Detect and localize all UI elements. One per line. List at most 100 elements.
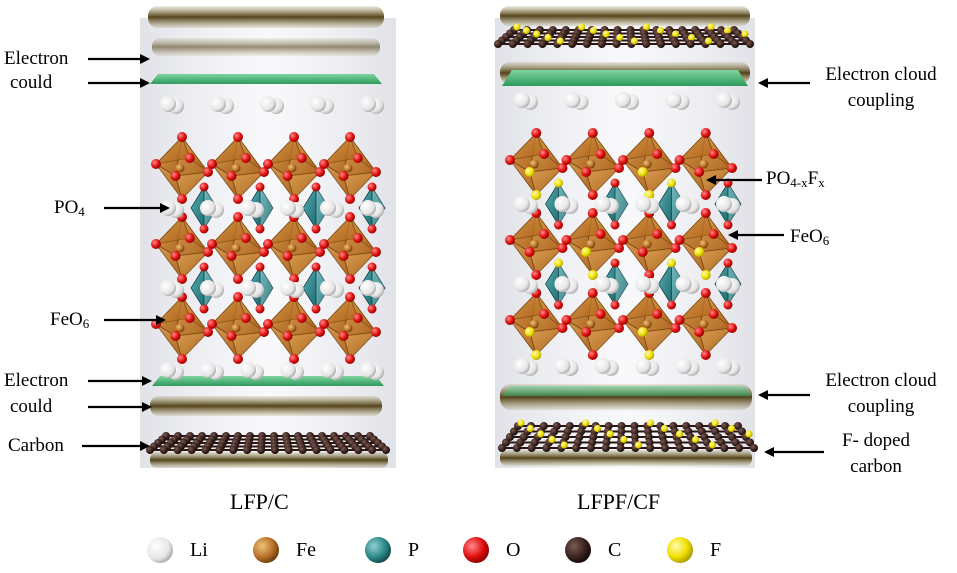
carbon-atom: [229, 446, 238, 454]
oxygen-atom: [319, 239, 329, 249]
lithium-atom: [554, 358, 571, 374]
fluorine-atom: [522, 26, 531, 35]
lithium-atom: [635, 276, 652, 292]
carbon-atom: [257, 446, 266, 454]
oxygen-atom: [587, 288, 598, 298]
feo6-octahedron-face: [585, 327, 621, 356]
oxygen-atom: [296, 313, 307, 323]
legend-p: P: [398, 535, 419, 565]
lithium-atom: [280, 280, 296, 296]
right-feo6-sub: 6: [822, 233, 830, 248]
fluorine-atom: [667, 258, 676, 268]
feo6-octahedron-face: [286, 251, 322, 280]
fe-atom: [699, 239, 709, 249]
oxygen-atom: [255, 262, 265, 272]
carbon-atom: [612, 40, 621, 48]
oxygen-atom: [674, 155, 685, 165]
feo6-octahedron-face: [642, 167, 677, 196]
oxygen-atom: [282, 171, 293, 181]
legend-p-sphere: [365, 537, 391, 563]
oxygen-atom: [557, 163, 568, 173]
oxygen-atom: [700, 190, 711, 200]
lfpf-cf-panel: [494, 6, 758, 468]
fluorine-atom: [630, 37, 639, 45]
lithium-atom: [716, 196, 732, 212]
oxygen-atom: [345, 194, 355, 204]
fe-atom: [642, 159, 652, 169]
oxygen-atom: [345, 212, 355, 222]
fluorine-atom: [556, 37, 564, 45]
oxygen-atom: [618, 155, 628, 165]
carbon-atom: [312, 446, 321, 454]
oxygen-atom: [259, 247, 269, 257]
fluorine-atom: [616, 33, 624, 42]
legend-li-sphere: [147, 537, 173, 563]
oxygen-atom: [263, 319, 273, 329]
oxygen-atom: [199, 304, 209, 314]
lithium-atom: [675, 196, 692, 212]
fluorine-atom: [531, 190, 542, 200]
lithium-atom: [240, 200, 256, 216]
oxygen-atom: [539, 229, 550, 239]
fluorine-atom: [727, 424, 736, 433]
oxygen-atom: [561, 235, 572, 245]
feo6-octahedron-face: [621, 292, 658, 321]
oxygen-atom: [367, 304, 377, 314]
carbon-atom: [572, 444, 581, 452]
fe-atom: [529, 239, 539, 249]
lfp-c-bottom-haze-2: [150, 452, 388, 468]
carbon-atom: [243, 446, 252, 454]
lfp-c-bottom-electron-cloud: [152, 376, 384, 386]
carbon-atom: [201, 446, 210, 454]
fluorine-atom: [694, 247, 705, 257]
oxygen-atom: [319, 319, 329, 329]
legend-li-label: Li: [190, 538, 208, 561]
oxygen-atom: [581, 327, 592, 337]
lithium-atom: [210, 96, 226, 112]
oxygen-atom: [644, 128, 655, 138]
oxygen-atom: [505, 315, 515, 325]
lithium-atom: [320, 362, 336, 378]
lfp-c-crystal-lattice: [151, 96, 386, 380]
oxygen-atom: [170, 251, 181, 261]
oxygen-atom: [723, 300, 733, 310]
left-electron-bottom-label-2: could: [10, 396, 53, 417]
oxygen-atom: [233, 292, 243, 302]
carbon-atom: [646, 444, 655, 452]
lithium-atom: [514, 92, 530, 108]
oxygen-atom: [203, 327, 213, 337]
oxygen-atom: [352, 233, 363, 243]
carbon-atom: [494, 40, 502, 48]
lithium-atom: [240, 280, 256, 296]
left-panel-caption: LFP/C: [230, 489, 289, 514]
oxygen-atom: [557, 323, 568, 333]
lfp-c-panel: [140, 6, 396, 468]
fe-atom: [529, 319, 539, 329]
left-feo6-sub: 6: [82, 316, 90, 331]
feo6-octahedron-face: [529, 167, 564, 196]
right-po4xfx-po: PO: [766, 168, 791, 189]
oxygen-atom: [674, 315, 685, 325]
fe-atom: [287, 243, 297, 253]
oxygen-atom: [727, 243, 737, 253]
carbon-atom: [354, 446, 363, 454]
lfpf-cf-top-electron-cloud: [502, 70, 748, 86]
feo6-octahedron-face: [210, 296, 247, 325]
fluorine-atom: [606, 430, 614, 438]
carbon-atom: [326, 446, 335, 454]
lithium-atom: [280, 362, 296, 378]
oxygen-atom: [367, 182, 377, 192]
feo6-octahedron-face: [210, 136, 247, 165]
carbon-atom: [508, 40, 517, 48]
left-po4-main: PO: [54, 197, 79, 218]
feo6-octahedron-face: [230, 171, 266, 200]
right-feo6-main: FeO: [790, 226, 823, 247]
carbon-atom: [340, 446, 349, 454]
feo6-octahedron-face: [508, 212, 545, 241]
oxygen-atom: [670, 163, 681, 173]
fluorine-atom: [637, 327, 648, 337]
lithium-atom: [554, 196, 571, 212]
fe-atom: [287, 323, 297, 333]
fe-atom: [175, 323, 185, 333]
